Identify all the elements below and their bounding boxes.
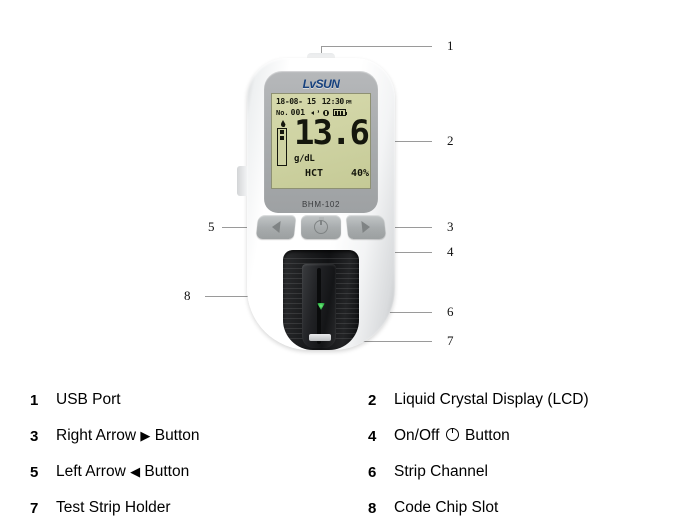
- legend-label: Code Chip Slot: [394, 499, 499, 516]
- blood-level-indicator: [277, 120, 289, 166]
- legend-label: USB Port: [56, 391, 121, 408]
- callout-6-number: 6: [447, 304, 454, 319]
- legend-number: 8: [368, 499, 377, 517]
- legend-label: Left Arrow ◀ Button: [56, 463, 190, 480]
- memory-icon: [323, 109, 330, 116]
- left-arrow-icon: [271, 221, 281, 233]
- lcd-datetime-row: 18-08- 15 12:30 PM: [276, 97, 368, 106]
- callout-3-number: 3: [447, 219, 454, 234]
- callout-4-number: 4: [447, 244, 454, 259]
- callout-1-line: [321, 46, 432, 47]
- lcd-bezel: LᴠSUN 18-08- 15 12:30 PM No. 001: [264, 71, 378, 213]
- legend-item-7: 7 Test Strip Holder: [30, 499, 171, 517]
- legend-row: 1 USB Port 2 Liquid Crystal Display (LCD…: [0, 384, 683, 416]
- legend-item-6: 6 Strip Channel: [368, 463, 488, 481]
- right-arrow-button[interactable]: [345, 215, 387, 239]
- lcd-hct-label: HCT: [305, 168, 324, 179]
- callout-7-number: 7: [447, 333, 454, 348]
- test-strip-holder[interactable]: [283, 250, 359, 350]
- power-icon: [445, 425, 459, 441]
- callout-8-number: 8: [184, 288, 191, 303]
- right-arrow-icon: ▶: [140, 429, 151, 444]
- callout-2-number: 2: [447, 133, 454, 148]
- legend-label: Right Arrow ▶ Button: [56, 427, 200, 444]
- legend-row: 5 Left Arrow ◀ Button 6 Strip Channel: [0, 456, 683, 488]
- callout-1-number: 1: [447, 38, 454, 53]
- legend-row: 7 Test Strip Holder 8 Code Chip Slot: [0, 492, 683, 524]
- button-row: [255, 215, 387, 239]
- legend-number: 6: [368, 463, 377, 481]
- legend-item-2: 2 Liquid Crystal Display (LCD): [368, 391, 589, 409]
- legend-number: 2: [368, 391, 377, 409]
- lcd-hct-value: 40%: [350, 168, 369, 179]
- legend-label: On/Off Button: [394, 425, 510, 444]
- lcd-record-label: No.: [276, 108, 289, 117]
- legend-item-4: 4 On/Off Button: [368, 425, 510, 445]
- left-arrow-button[interactable]: [255, 215, 297, 239]
- legend-label: Liquid Crystal Display (LCD): [394, 391, 589, 408]
- legend-row: 3 Right Arrow ▶ Button 4 On/Off Button: [0, 420, 683, 452]
- legend-label: Strip Channel: [394, 463, 488, 480]
- legend-number: 3: [30, 427, 39, 445]
- battery-icon: [333, 109, 348, 116]
- code-chip-slot[interactable]: [237, 166, 247, 196]
- legend-item-8: 8 Code Chip Slot: [368, 499, 498, 517]
- power-icon: [314, 217, 328, 234]
- legend-number: 7: [30, 499, 39, 517]
- strip-peek: [309, 334, 331, 341]
- legend-label: Test Strip Holder: [56, 499, 171, 516]
- legend-number: 4: [368, 427, 377, 445]
- lcd-record-row: No. 001: [276, 108, 370, 117]
- lcd-record-number: 001: [290, 108, 306, 117]
- lcd-unit: g/dL: [294, 154, 315, 164]
- legend-item-5: 5 Left Arrow ◀ Button: [30, 463, 189, 481]
- callout-7-line: [318, 341, 432, 342]
- lcd-date: 18-08- 15: [276, 97, 316, 106]
- brand-logo: LᴠSUN: [302, 77, 340, 91]
- model-number: BHM-102: [302, 200, 340, 209]
- lcd-hct-row: HCT 40%: [305, 168, 369, 179]
- right-arrow-icon: [361, 221, 371, 233]
- legend-number: 5: [30, 463, 39, 481]
- left-arrow-icon: ◀: [130, 465, 141, 480]
- legend-item-1: 1 USB Port: [30, 391, 121, 409]
- legend-item-3: 3 Right Arrow ▶ Button: [30, 427, 200, 445]
- legend-number: 1: [30, 391, 39, 409]
- lcd-hemoglobin-value: 13.6: [294, 113, 370, 153]
- hemoglobin-meter-device: LᴠSUN 18-08- 15 12:30 PM No. 001: [237, 53, 395, 350]
- device-diagram: 1 2 3 4 5 6 7 8 LᴠSUN 18-08- 15 12:30 PM: [184, 38, 454, 350]
- level-bar: [277, 128, 287, 166]
- power-button[interactable]: [301, 215, 341, 239]
- blood-drop-icon: [280, 120, 286, 127]
- sound-icon: [311, 109, 320, 116]
- lcd-ampm: PM: [345, 100, 352, 106]
- callout-5-number: 5: [208, 219, 215, 234]
- lcd-screen: 18-08- 15 12:30 PM No. 001: [271, 93, 371, 189]
- lcd-status-icons: [311, 109, 348, 116]
- callout-8-line: [205, 296, 279, 297]
- lcd-time: 12:30: [321, 97, 344, 106]
- strip-marker-icon: [317, 303, 325, 310]
- legend: 1 USB Port 2 Liquid Crystal Display (LCD…: [0, 380, 683, 528]
